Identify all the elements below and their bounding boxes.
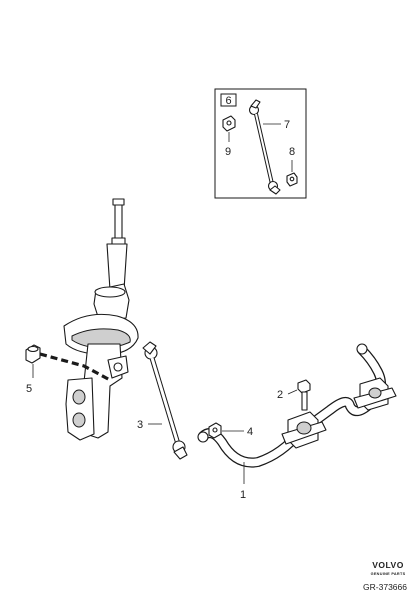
diagram-reference-code: GR-373666 (363, 582, 407, 592)
brand-tagline: GENUINE PARTS (371, 572, 406, 576)
inset-detail-box: 6 7 9 8 (214, 88, 307, 199)
stabilizer-link-3 (142, 341, 188, 460)
strut-assembly (63, 198, 139, 441)
callout-6: 6 (225, 95, 231, 107)
assembly-dashed-line (39, 352, 111, 382)
callout-4: 4 (247, 426, 253, 438)
callout-5: 5 (26, 383, 32, 395)
stabilizer-bar-1 (197, 343, 386, 468)
nut-5 (25, 344, 41, 364)
callout-2: 2 (277, 389, 283, 401)
bolt-2 (297, 379, 311, 411)
callout-1: 1 (240, 489, 246, 501)
bushing-clamp-front (281, 411, 327, 449)
inset-nut-8 (286, 172, 298, 187)
callout-7: 7 (284, 119, 290, 131)
inset-nut-9 (222, 115, 236, 132)
brand-logo: VOLVO (372, 560, 404, 570)
bushing-clamp-rear (353, 377, 397, 411)
inset-stabilizer-link (248, 99, 281, 195)
callout-8: 8 (289, 146, 295, 158)
callout-3: 3 (137, 419, 143, 431)
nut-4 (208, 422, 222, 439)
callout-9: 9 (225, 146, 231, 158)
